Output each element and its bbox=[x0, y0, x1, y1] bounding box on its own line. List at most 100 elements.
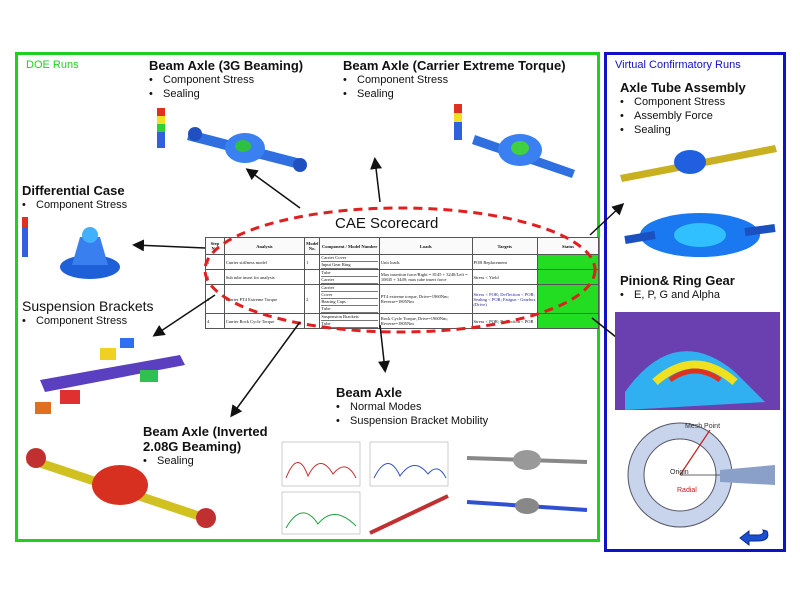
diff-case-title: Differential Case bbox=[22, 183, 125, 198]
diff-case-image bbox=[22, 217, 120, 279]
header-component: Component / Model Number bbox=[319, 237, 380, 255]
pinion-contact-image bbox=[615, 312, 780, 410]
table-row: 3 Carrier PT4 Extreme Torque 2 Carrier C… bbox=[205, 284, 600, 314]
axle-tube-image bbox=[620, 145, 777, 257]
header-targets: Targets bbox=[471, 237, 538, 255]
row-components: Carrier Cover Bearing Caps Tube bbox=[319, 284, 380, 314]
row-model: 2 bbox=[304, 284, 321, 314]
scorecard-header-row: Step No. Analysis Model No. Component / … bbox=[205, 237, 600, 255]
inverted-block: Beam Axle (Inverted 2.08G Beaming) Seali… bbox=[143, 424, 268, 468]
row-analysis: Carrier PT4 Extreme Torque bbox=[223, 284, 306, 314]
row-step: 1 bbox=[205, 254, 225, 270]
carrier-torque-image bbox=[454, 104, 575, 178]
virtual-confirmatory-title: Virtual Confirmatory Runs bbox=[615, 59, 741, 71]
bullet: Sealing bbox=[143, 454, 268, 468]
pinion-bullets: E, P, G and Alpha bbox=[620, 288, 735, 302]
row-model bbox=[304, 313, 321, 329]
status-cell bbox=[536, 313, 600, 329]
suspension-brackets-image bbox=[35, 338, 185, 414]
component: Tube bbox=[321, 306, 378, 313]
bullet: Component Stress bbox=[620, 95, 746, 109]
component: Carrier bbox=[321, 277, 378, 284]
scorecard-table: Step No. Analysis Model No. Component / … bbox=[205, 237, 600, 329]
carrier-torque-bullets: Component Stress Sealing bbox=[343, 73, 566, 101]
bullet: Sealing bbox=[149, 87, 303, 101]
component: Tube bbox=[321, 321, 378, 328]
row-loads: Max insertion force/Right = 8145 + 3240/… bbox=[378, 269, 473, 285]
carrier-torque-block: Beam Axle (Carrier Extreme Torque) Compo… bbox=[343, 58, 566, 101]
inverted-title-line1: Beam Axle (Inverted bbox=[143, 424, 268, 439]
bullet: E, P, G and Alpha bbox=[620, 288, 735, 302]
component: Bearing Caps bbox=[321, 299, 378, 306]
row-step: 2 bbox=[205, 269, 225, 285]
beam-3g-title: Beam Axle (3G Beaming) bbox=[149, 58, 304, 73]
beam-3g-bullets: Component Stress Sealing bbox=[149, 73, 303, 101]
susp-brackets-block: Suspension Brackets Component Stress bbox=[22, 298, 154, 328]
scorecard-title: CAE Scorecard bbox=[335, 215, 439, 232]
carrier-torque-title: Beam Axle (Carrier Extreme Torque) bbox=[343, 58, 566, 73]
component: Carrier bbox=[321, 285, 378, 292]
row-targets: Stress < POR; Def'lection < POR; Sealing… bbox=[471, 284, 538, 314]
inverted-title-line2: 2.08G Beaming) bbox=[143, 439, 242, 454]
bullet: Sealing bbox=[343, 87, 566, 101]
table-row: 4 Carrier Rock Cycle Torque Suspension B… bbox=[205, 313, 600, 329]
table-row: 2 Sub tube insert for analysis Tube Carr… bbox=[205, 269, 600, 285]
beam-axle-mode-image bbox=[466, 450, 588, 514]
bullet: Suspension Bracket Mobility bbox=[336, 414, 488, 428]
component: Cover bbox=[321, 292, 378, 299]
susp-brackets-title: Suspension Brackets bbox=[22, 298, 154, 314]
beam-axle-title: Beam Axle bbox=[336, 385, 402, 400]
status-cell bbox=[536, 284, 600, 314]
row-analysis: Carrier Rock Cycle Torque bbox=[223, 313, 306, 329]
normal-modes-plots bbox=[281, 441, 449, 535]
radial-label: Radial bbox=[677, 487, 697, 494]
row-loads: PT4 extreme torque, Drive=1960Nm; Revers… bbox=[378, 284, 473, 314]
row-components: Carrier Cover Input Gear Ring bbox=[319, 254, 380, 270]
row-components: Tube Carrier bbox=[319, 269, 380, 285]
row-loads: Unit loads bbox=[378, 254, 473, 270]
doe-runs-title: DOE Runs bbox=[26, 59, 79, 71]
row-targets: Stress < Yield bbox=[471, 269, 538, 285]
bullet: Normal Modes bbox=[336, 400, 488, 414]
row-targets: POR Replacement bbox=[471, 254, 538, 270]
header-loads: Loads bbox=[378, 237, 473, 255]
bullet: Component Stress bbox=[22, 198, 127, 212]
table-row: 1 Carrier stiffness model 1 Carrier Cove… bbox=[205, 254, 600, 270]
component: Carrier Cover bbox=[321, 255, 378, 262]
status-cell bbox=[536, 269, 600, 285]
mesh-point-label: Mesh Point bbox=[685, 423, 720, 430]
pinion-title: Pinion& Ring Gear bbox=[620, 273, 735, 288]
pinion-block: Pinion& Ring Gear E, P, G and Alpha bbox=[620, 273, 735, 302]
component: Suspension Brackets bbox=[321, 314, 378, 321]
row-loads: Rock Cycle Torque, Drive=1960Nm; Reverse… bbox=[378, 313, 473, 329]
beam-3g-image bbox=[157, 108, 307, 172]
inverted-bullets: Sealing bbox=[143, 454, 268, 468]
header-status: Status bbox=[536, 237, 600, 255]
status-cell bbox=[536, 254, 600, 270]
virtual-confirmatory-panel: Virtual Confirmatory Runs bbox=[604, 52, 786, 552]
axle-tube-bullets: Component Stress Assembly Force Sealing bbox=[620, 95, 746, 137]
axle-tube-block: Axle Tube Assembly Component Stress Asse… bbox=[620, 80, 746, 137]
bullet: Sealing bbox=[620, 123, 746, 137]
row-analysis: Sub tube insert for analysis bbox=[223, 269, 306, 285]
ring-gear-diagram: Origin Radial Mesh Point bbox=[627, 422, 775, 528]
beam-3g-block: Beam Axle (3G Beaming) Component Stress … bbox=[149, 58, 303, 101]
header-step: Step No. bbox=[205, 237, 225, 255]
row-step: 3 bbox=[205, 284, 225, 314]
row-model bbox=[304, 269, 321, 285]
header-analysis: Analysis bbox=[223, 237, 306, 255]
inverted-beaming-image bbox=[26, 448, 216, 528]
diff-case-bullets: Component Stress bbox=[22, 198, 127, 212]
axle-tube-title: Axle Tube Assembly bbox=[620, 80, 746, 95]
bullet: Component Stress bbox=[149, 73, 303, 87]
row-targets: Stress < POR; Def'lection < POR bbox=[471, 313, 538, 329]
beam-axle-bullets: Normal Modes Suspension Bracket Mobility bbox=[336, 400, 488, 428]
row-step: 4 bbox=[205, 313, 225, 329]
row-model: 1 bbox=[304, 254, 321, 270]
bullet: Assembly Force bbox=[620, 109, 746, 123]
header-model: Model No. bbox=[304, 237, 321, 255]
bullet: Component Stress bbox=[22, 314, 154, 328]
component: Input Gear Ring bbox=[321, 262, 378, 269]
bullet: Component Stress bbox=[343, 73, 566, 87]
return-arrow-icon[interactable] bbox=[737, 527, 773, 547]
